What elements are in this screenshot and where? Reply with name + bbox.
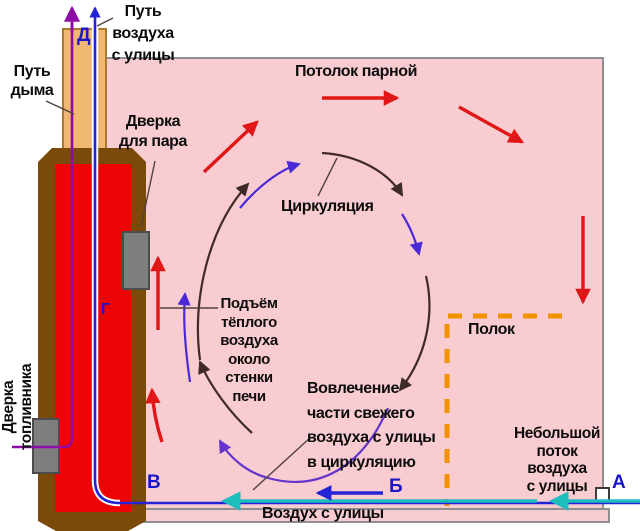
stove-firebox-red (55, 164, 131, 512)
steam-door-label: Дверка для пара (118, 113, 188, 150)
small-air-flow-label: Небольшой поток воздуха с улицы (514, 425, 600, 495)
point-g: Г (101, 301, 111, 318)
steam-door (122, 231, 150, 290)
street-air-label: Воздух с улицы (262, 505, 384, 522)
point-v: В (147, 472, 161, 493)
point-a: А (612, 472, 626, 493)
smoke-path-label: Путь дыма (10, 63, 54, 99)
circulation-label: Циркуляция (281, 198, 374, 215)
ceiling-label: Потолок парной (294, 63, 418, 80)
point-b: Б (389, 476, 403, 497)
firebox-door-label: Дверка топливника (0, 363, 35, 451)
chimney-air-path-label: Путь воздуха с улицы (111, 3, 175, 64)
fresh-air-involvement-label: Вовлечение части свежего воздуха с улицы… (307, 380, 436, 471)
warm-air-rise-label: Подъём тёплого воздуха около стенки печи (220, 295, 278, 405)
point-d: Д (77, 25, 91, 46)
bench-label: Полок (468, 321, 515, 338)
